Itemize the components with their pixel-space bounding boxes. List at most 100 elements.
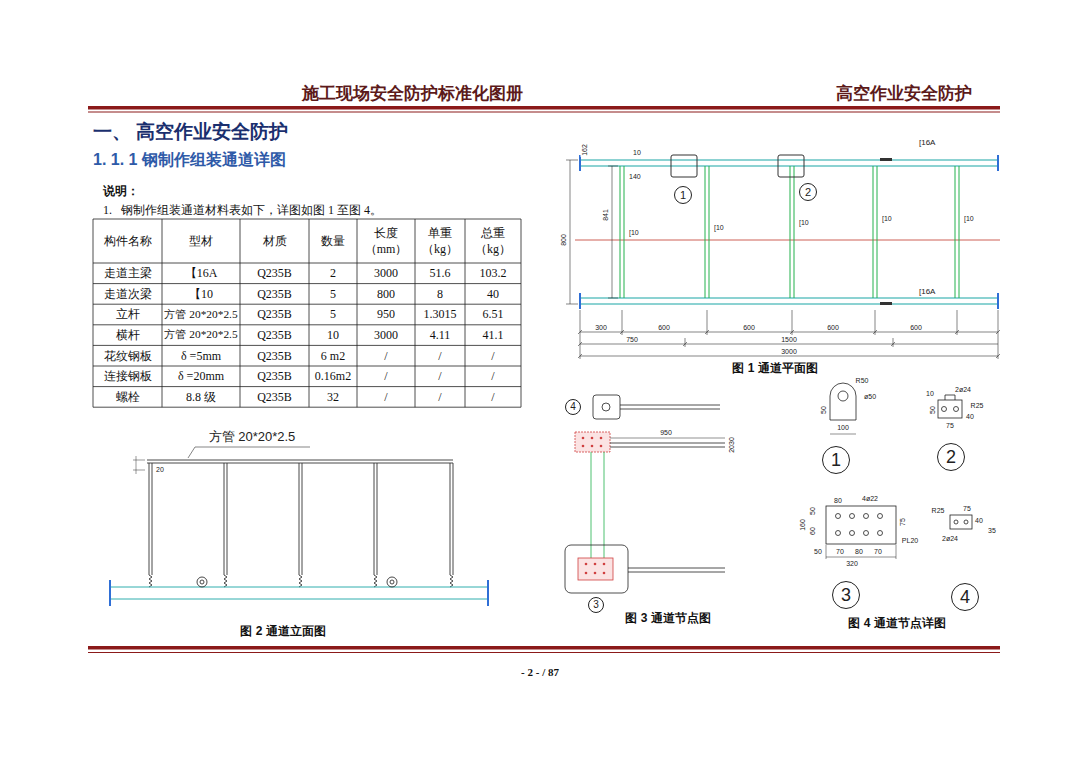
table-cell-box: 6.51 — [465, 304, 521, 325]
table-cell-box: 横杆 — [93, 325, 162, 346]
elevation-view-part — [299, 463, 300, 575]
dimension-text: 841 — [602, 208, 609, 222]
table-cell: Q235B — [257, 391, 292, 403]
node-view-part — [591, 437, 594, 440]
callout-circle: 4 — [951, 583, 979, 611]
section-heading: 1. 1. 1 钢制作组装通道详图 — [93, 152, 286, 168]
label-slot: 一、 高空作业安全防护 — [93, 122, 288, 141]
table-cell: 8 — [437, 288, 443, 300]
elevation-view-part — [110, 599, 488, 600]
table-cell-box: 连接钢板 — [93, 366, 162, 387]
label-slot: 4ø22 — [861, 495, 879, 502]
plan-view-part-part — [873, 330, 877, 334]
dimension-text: 2ø24 — [941, 535, 959, 542]
table-cell: 【16A — [185, 267, 218, 279]
callout-number: 4 — [960, 588, 970, 606]
plan-view-part-part — [580, 332, 998, 333]
elevation-view-part — [149, 463, 150, 575]
elevation-view-part — [133, 460, 145, 461]
table-cell-box: δ =20mm — [162, 366, 240, 387]
elevation-view-part — [149, 575, 152, 587]
table-cell-box: 3000 — [357, 263, 415, 284]
note-text: 说明： — [103, 185, 139, 197]
node-detail-part — [942, 407, 947, 412]
plan-view-part — [580, 166, 998, 167]
table-cell: 800 — [377, 288, 395, 300]
plan-view-part — [880, 302, 892, 305]
elevation-view-part — [147, 460, 453, 461]
table-cell-box: Q235B — [240, 263, 309, 284]
table-cell-box: Q235B — [240, 284, 309, 305]
node-view-part — [628, 572, 725, 573]
node-view-part — [600, 437, 603, 440]
table-header-cell: 长度 （mm） — [357, 225, 415, 257]
table-cell-box: 40 — [465, 284, 521, 305]
label-slot: 50 — [809, 506, 816, 516]
dimension-text: 600 — [909, 324, 923, 331]
label-slot: R25 — [931, 507, 946, 514]
label-slot: ø50 — [863, 393, 877, 400]
table-rule — [93, 366, 521, 367]
label-slot: 600 — [909, 324, 923, 331]
dimension-text: 162 — [581, 143, 588, 157]
dimension-text: 300 — [594, 324, 608, 331]
label-slot: [10 — [881, 215, 893, 222]
label-slot: [16A — [918, 139, 936, 147]
dimension-text: R25 — [970, 402, 985, 409]
dimension-text: 140 — [628, 173, 642, 180]
footer-rule-part — [88, 652, 1000, 653]
plan-view-part-part — [578, 354, 582, 358]
node-view-part — [610, 443, 725, 444]
plan-view-part — [873, 166, 874, 298]
table-cell: Q235B — [257, 288, 292, 300]
table-rule — [93, 304, 521, 305]
table-cell: 花纹钢板 — [104, 350, 152, 362]
table-cell-box: Q235B — [240, 345, 309, 366]
dimension-text: 950 — [659, 429, 673, 436]
header-rule-part — [88, 112, 1000, 113]
material-table — [93, 219, 521, 407]
callout-circle: 3 — [588, 597, 604, 613]
plan-view-part — [794, 166, 795, 298]
dimension-text: 100 — [836, 424, 850, 431]
plan-view-part-part — [891, 342, 895, 346]
table-cell-box: 32 — [309, 387, 357, 408]
elevation-view-part — [227, 463, 228, 575]
table-rule — [357, 219, 358, 407]
dimension-text: 40 — [974, 517, 984, 524]
label-slot: 80 — [854, 548, 864, 555]
table-cell: 立杆 — [116, 308, 140, 320]
label-slot: 3000 — [780, 348, 798, 355]
plan-view-part-part — [705, 330, 709, 334]
callout-circle: 2 — [799, 183, 817, 201]
dimension-text: R50 — [855, 377, 870, 384]
label-slot: R25 — [970, 402, 985, 409]
label-slot: 1. 钢制作组装通道材料表如下，详图如图 1 至图 4。 — [103, 204, 382, 216]
table-cell: 走道主梁 — [104, 267, 152, 279]
plan-view-part — [997, 293, 999, 309]
dimension-text: 800 — [560, 233, 567, 247]
label-slot: [10 — [963, 215, 975, 222]
table-cell: 5 — [330, 308, 336, 320]
node-view-part — [591, 445, 594, 448]
plan-view-part-part — [893, 338, 894, 347]
plan-view-part-part — [578, 342, 582, 346]
dimension-text: 320 — [845, 560, 859, 567]
table-cell: / — [384, 391, 387, 403]
label-slot: 300 — [594, 324, 608, 331]
elevation-view-part — [200, 580, 204, 584]
node-view-part — [610, 447, 725, 448]
dimension-text: [10 — [881, 215, 893, 222]
dimension-text: 4ø22 — [861, 495, 879, 502]
page-header: 高空作业安全防护 — [836, 85, 972, 102]
plan-view-part-part — [612, 166, 613, 298]
node-detail-part — [878, 514, 883, 519]
table-cell: Q235B — [257, 267, 292, 279]
label-slot: 图 3 通道节点图 — [624, 612, 711, 624]
plan-view-part-part — [566, 304, 578, 305]
table-cell-box: 4.11 — [415, 325, 465, 346]
node-view-part — [582, 437, 585, 440]
table-cell: 横杆 — [116, 329, 140, 341]
elevation-view-part — [487, 580, 489, 606]
table-cell: 10 — [327, 329, 339, 341]
